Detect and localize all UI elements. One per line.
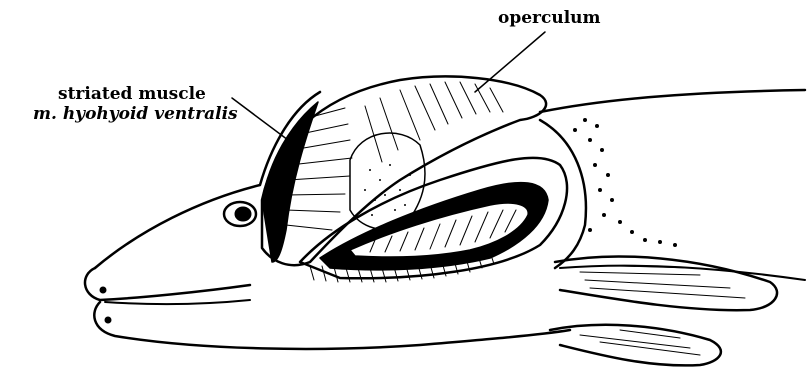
lip-dot [105, 317, 111, 323]
striated-muscle-label: striated muscle [58, 86, 206, 103]
body-dorsal-outline [540, 90, 805, 112]
nostril [100, 287, 106, 293]
lower-jaw [94, 302, 570, 349]
pelvic-fin [550, 325, 721, 366]
upper-jaw [85, 268, 250, 300]
eye-pupil [235, 207, 251, 221]
pectoral-fin [555, 256, 777, 310]
operculum-label: operculum [498, 10, 601, 27]
mouth-line [105, 300, 250, 304]
operculum-hatching [365, 82, 503, 162]
muscle-leader-line [232, 98, 296, 146]
scales-dots [573, 118, 677, 247]
muscle-latin-name-label: m. hyohyoid ventralis [33, 106, 238, 123]
